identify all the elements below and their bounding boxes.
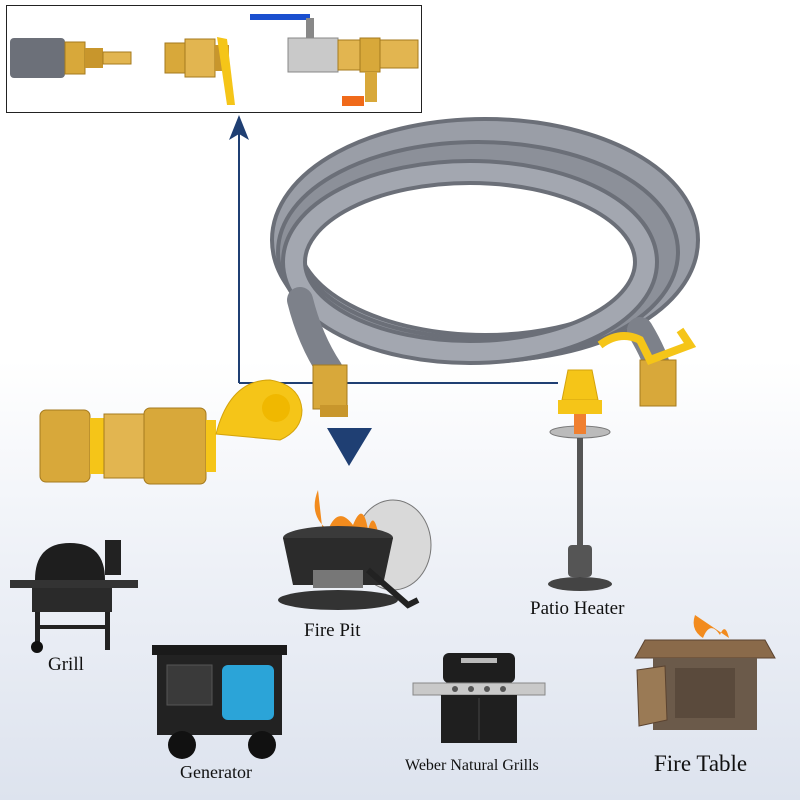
arrow-up-icon — [229, 115, 249, 140]
label-weber-natural-grills: Weber Natural Grills — [405, 757, 539, 774]
label-fire-table: Fire Table — [654, 751, 748, 776]
patio-heater-icon — [548, 369, 612, 591]
ball-valve-icon — [250, 14, 419, 106]
label-patio-heater: Patio Heater — [530, 598, 625, 619]
arrow-down-icon — [327, 428, 372, 466]
quick-connect-fitting-icon — [164, 37, 235, 105]
label-generator: Generator — [180, 762, 252, 782]
brass-quick-connect-with-cap-icon — [39, 379, 303, 485]
inset-hose-end-icon — [10, 38, 132, 78]
grill-icon — [10, 540, 138, 653]
weber-grill-icon — [412, 653, 546, 743]
label-fire-pit: Fire Pit — [304, 620, 361, 641]
label-grill: Grill — [48, 654, 84, 675]
fire-table-icon — [634, 615, 776, 730]
generator-icon — [152, 645, 287, 759]
fire-pit-icon — [278, 490, 432, 610]
